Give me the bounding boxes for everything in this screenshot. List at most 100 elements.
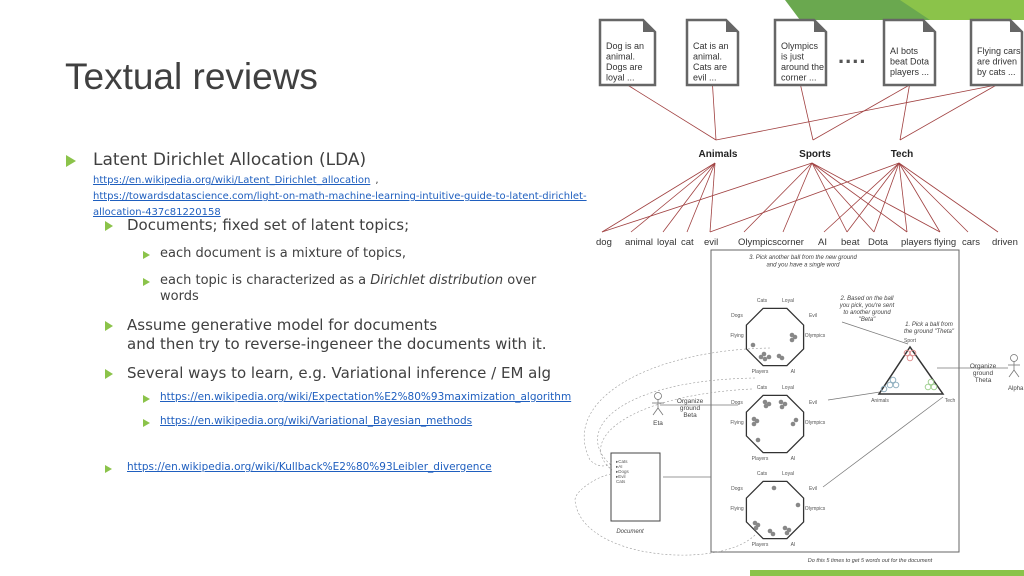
- octagon-shape: [745, 307, 805, 367]
- octagon-label: Cats: [757, 471, 768, 477]
- alpha-person-icon: [1008, 354, 1020, 378]
- ball: [770, 531, 776, 537]
- doc-topic-edge: [899, 84, 910, 141]
- octagon-shape: [745, 394, 805, 454]
- stick-leg: [657, 407, 664, 416]
- bullet-arrow-icon: [143, 278, 150, 286]
- document-word: Cats: [616, 479, 626, 484]
- lda-links: https://en.wikipedia.org/wiki/Latent_Dir…: [93, 171, 587, 219]
- word-label: driven: [992, 237, 1018, 248]
- alpha-label: Alpha: [1008, 386, 1024, 392]
- topic-word-edge: [709, 162, 716, 233]
- octagon-shape: [745, 480, 805, 540]
- lda-tds-link[interactable]: https://towardsdatascience.com/light-on-…: [93, 191, 587, 202]
- theta-ball: [889, 376, 897, 384]
- document-text: players ...: [890, 67, 929, 77]
- ball: [753, 525, 759, 531]
- topic-text-end: over: [503, 273, 537, 288]
- document-text: Dog is an: [606, 41, 644, 51]
- step2-text: "Beta": [859, 317, 876, 323]
- learn-bullet: Several ways to learn, e.g. Variational …: [127, 364, 552, 382]
- step1-text: the ground "Theta": [904, 329, 955, 335]
- lda-wikipedia-link[interactable]: https://en.wikipedia.org/wiki/Latent_Dir…: [93, 175, 371, 186]
- ball: [793, 417, 799, 423]
- eta-label: Eta: [653, 420, 663, 427]
- document-text: Olympics: [781, 41, 819, 51]
- document-text: loyal ...: [606, 73, 635, 83]
- document-text: by cats ...: [977, 67, 1016, 77]
- document-text: Cats are: [693, 62, 727, 72]
- document-text: AI bots: [890, 46, 919, 56]
- topic-edges: [601, 84, 999, 233]
- word-label: beat: [841, 237, 860, 248]
- kl-divergence-link[interactable]: https://en.wikipedia.org/wiki/Kullback%E…: [127, 461, 492, 473]
- bullet-arrow-icon: [143, 419, 150, 427]
- organize-theta-text: ground: [973, 370, 994, 377]
- bottom-accent-bar: [750, 570, 1024, 576]
- organize-beta-text: Organize: [677, 398, 704, 405]
- topic-word-edge: [630, 162, 716, 233]
- octagon-label: Loyal: [782, 298, 794, 304]
- em-algorithm-link[interactable]: https://en.wikipedia.org/wiki/Expectatio…: [160, 391, 572, 403]
- octagon-label: Olympics: [805, 333, 826, 339]
- ellipsis: ....: [838, 43, 866, 68]
- document-page-icon: [882, 18, 937, 87]
- ball: [750, 342, 756, 348]
- octagon-label: AI: [791, 542, 796, 548]
- word-label: AI: [818, 237, 827, 248]
- generative-line2: and then try to reverse-ingeneer the doc…: [127, 335, 547, 353]
- topic-emphasis: Dirichlet distribution: [370, 273, 504, 288]
- bullet-arrow-icon: [105, 221, 113, 231]
- document-text: corner ...: [781, 73, 817, 83]
- topic-word-edge: [898, 162, 908, 233]
- documents-bullet: Documents; fixed set of latent topics;: [127, 216, 410, 234]
- variational-bayes-link[interactable]: https://en.wikipedia.org/wiki/Variationa…: [160, 415, 473, 427]
- topic-word-edge: [846, 162, 900, 233]
- octagon-label: Olympics: [805, 506, 826, 512]
- theta-ball: [909, 349, 917, 357]
- document-word: ▸AI: [616, 464, 623, 469]
- ball: [790, 421, 796, 427]
- octagon-label: AI: [791, 456, 796, 462]
- topic-word-edge: [743, 162, 813, 233]
- topic-word-edge: [811, 162, 908, 233]
- word-label: evil: [704, 237, 718, 248]
- octagon-label: Players: [752, 456, 769, 462]
- word-label: animal: [625, 237, 653, 248]
- organize-theta-text: Organize: [970, 363, 997, 370]
- octagon-label: Evil: [809, 313, 817, 319]
- triangle-label: Animals: [871, 398, 889, 404]
- bullet-arrow-icon: [105, 321, 113, 331]
- document-box: [610, 452, 661, 522]
- link-separator: ,: [375, 175, 379, 186]
- eta-person-icon: [652, 392, 664, 416]
- document-text: are driven: [977, 57, 1017, 67]
- arrows: [660, 321, 1008, 488]
- document-text: animal.: [693, 52, 722, 62]
- step2-text: to another ground: [843, 310, 891, 316]
- document-text: is just: [781, 52, 805, 62]
- doc-topic-edge: [812, 84, 910, 141]
- octagon-label: Loyal: [782, 385, 794, 391]
- octagon-label: Evil: [809, 486, 817, 492]
- organize-beta-text: ground: [680, 405, 701, 412]
- ball: [792, 334, 798, 340]
- octagon-label: Flying: [730, 506, 744, 512]
- doc-topic-edge: [627, 84, 717, 141]
- topic-label: Sports: [799, 149, 831, 160]
- step3-text: 3. Pick another ball from the new ground: [749, 255, 857, 261]
- document-page-icon: [598, 18, 657, 87]
- ball: [778, 399, 784, 405]
- lda-tds-link-cont[interactable]: allocation-437c81220158: [93, 207, 221, 218]
- document-text: beat Dota: [890, 57, 929, 67]
- ball: [795, 502, 801, 508]
- octagon-label: Dogs: [731, 486, 743, 492]
- document-text: evil ...: [693, 73, 717, 83]
- document-page-icon: [685, 18, 740, 87]
